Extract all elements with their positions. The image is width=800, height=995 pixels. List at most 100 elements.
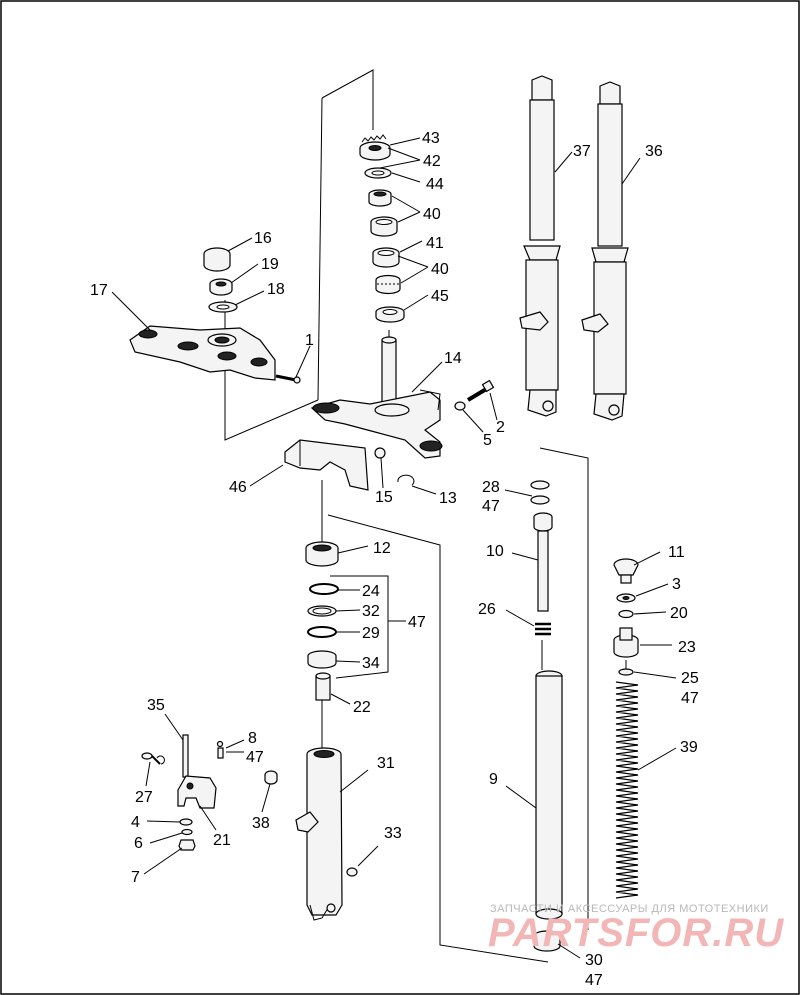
part-34-bushing (307, 650, 361, 669)
label-2: 2 (496, 419, 505, 436)
label-37: 37 (573, 143, 591, 160)
leaders-upper-stack (379, 137, 429, 311)
label-47-bolt: 47 (246, 749, 264, 766)
label-5: 5 (483, 432, 492, 449)
part-36-fork-leg (581, 81, 641, 421)
label-31: 31 (377, 755, 395, 772)
part-27-bolt-washer (141, 752, 165, 787)
label-35: 35 (147, 697, 165, 714)
label-30: 30 (585, 952, 603, 969)
label-6: 6 (134, 835, 143, 852)
bracket-47-group (330, 575, 406, 679)
label-10: 10 (486, 543, 504, 560)
label-38: 38 (252, 815, 270, 832)
part-9-inner-tube (505, 670, 563, 920)
part-25-ring (618, 668, 677, 679)
part-40-bearing-lower (375, 274, 401, 295)
label-15: 15 (375, 489, 393, 506)
assembly-guide-lines (224, 69, 627, 963)
label-26: 26 (478, 601, 496, 618)
label-16: 16 (254, 230, 272, 247)
label-28: 28 (482, 479, 500, 496)
part-24-clip (309, 583, 360, 595)
label-40-upper: 40 (423, 206, 441, 223)
label-11: 11 (668, 544, 685, 561)
part-race-upper (370, 216, 398, 237)
part-21-axle-holder (177, 775, 217, 831)
label-36: 36 (645, 143, 663, 160)
label-47-spacer: 47 (681, 690, 699, 707)
watermark: ЗАПЧАСТИ И АКСЕССУАРЫ ДЛЯ МОТОТЕХНИКИ PA… (488, 903, 784, 955)
watermark-caption: ЗАПЧАСТИ И АКСЕССУАРЫ ДЛЯ МОТОТЕХНИКИ (490, 903, 769, 915)
part-2-bolt (466, 379, 495, 402)
label-13: 13 (439, 490, 457, 507)
part-12-dust-seal (305, 541, 369, 567)
label-39: 39 (680, 739, 698, 756)
label-20: 20 (670, 605, 688, 622)
part-29-washer (307, 626, 360, 638)
part-23-spacer (613, 627, 672, 658)
part-17-upper-bracket (129, 325, 276, 381)
label-25: 25 (681, 670, 699, 687)
part-43-castle-nut (359, 134, 391, 161)
label-34: 34 (362, 655, 380, 672)
label-43: 43 (422, 130, 440, 147)
label-4: 4 (131, 814, 140, 831)
label-7: 7 (131, 869, 140, 886)
part-14-steering-stem (310, 336, 443, 459)
part-30-bushing (533, 930, 581, 959)
label-42: 42 (423, 153, 441, 170)
label-47-bushing: 47 (585, 972, 603, 989)
part-15-ball (374, 447, 386, 459)
part-26-spring-small (505, 609, 551, 636)
label-9: 9 (489, 771, 498, 788)
watermark-brand: PARTSFOR.RU (488, 911, 784, 955)
part-40-bearing-upper (368, 189, 392, 207)
part-7-nut (143, 839, 196, 875)
label-18: 18 (267, 281, 285, 298)
label-44: 44 (426, 176, 444, 193)
label-41: 41 (426, 235, 444, 252)
part-38-cap (261, 770, 278, 813)
part-1-bolt (275, 374, 301, 384)
label-17: 17 (90, 282, 108, 299)
part-39-fork-spring (615, 681, 677, 899)
part-16-cap (203, 247, 231, 272)
label-12: 12 (373, 540, 391, 557)
part-31-outer-tube (295, 747, 369, 921)
label-46: 46 (229, 479, 247, 496)
part-4-washer (146, 818, 193, 826)
label-32: 32 (362, 603, 380, 620)
part-10-damper-rod (511, 512, 553, 612)
part-45-seal (375, 306, 405, 323)
label-14: 14 (444, 350, 462, 367)
label-3: 3 (672, 576, 681, 593)
label-45: 45 (431, 288, 449, 305)
part-6-washer (149, 828, 193, 844)
label-23: 23 (678, 639, 696, 656)
label-1: 1 (305, 332, 314, 349)
label-40-lower: 40 (431, 261, 449, 278)
leaders-stem (380, 361, 498, 495)
part-44-washer (364, 167, 392, 179)
part-22-collar (315, 672, 351, 705)
label-29: 29 (362, 625, 380, 642)
part-labels: 43 42 44 40 41 40 45 16 19 17 18 1 14 2 … (90, 130, 699, 989)
part-3-washer (616, 583, 669, 603)
label-33: 33 (384, 825, 402, 842)
label-27: 27 (135, 789, 153, 806)
part-37-fork-leg (519, 75, 573, 417)
part-32-seal (307, 605, 361, 617)
label-47-seals: 47 (408, 614, 426, 631)
leaders-bracket (111, 237, 311, 378)
part-11-cap-bolt (613, 551, 661, 584)
label-21: 21 (213, 832, 231, 849)
part-13-clip (397, 474, 415, 486)
stem-bearing-stack (359, 134, 405, 323)
label-22: 22 (353, 699, 371, 716)
part-28-rings (504, 480, 550, 505)
part-20-ring (618, 609, 667, 619)
label-19: 19 (261, 256, 279, 273)
